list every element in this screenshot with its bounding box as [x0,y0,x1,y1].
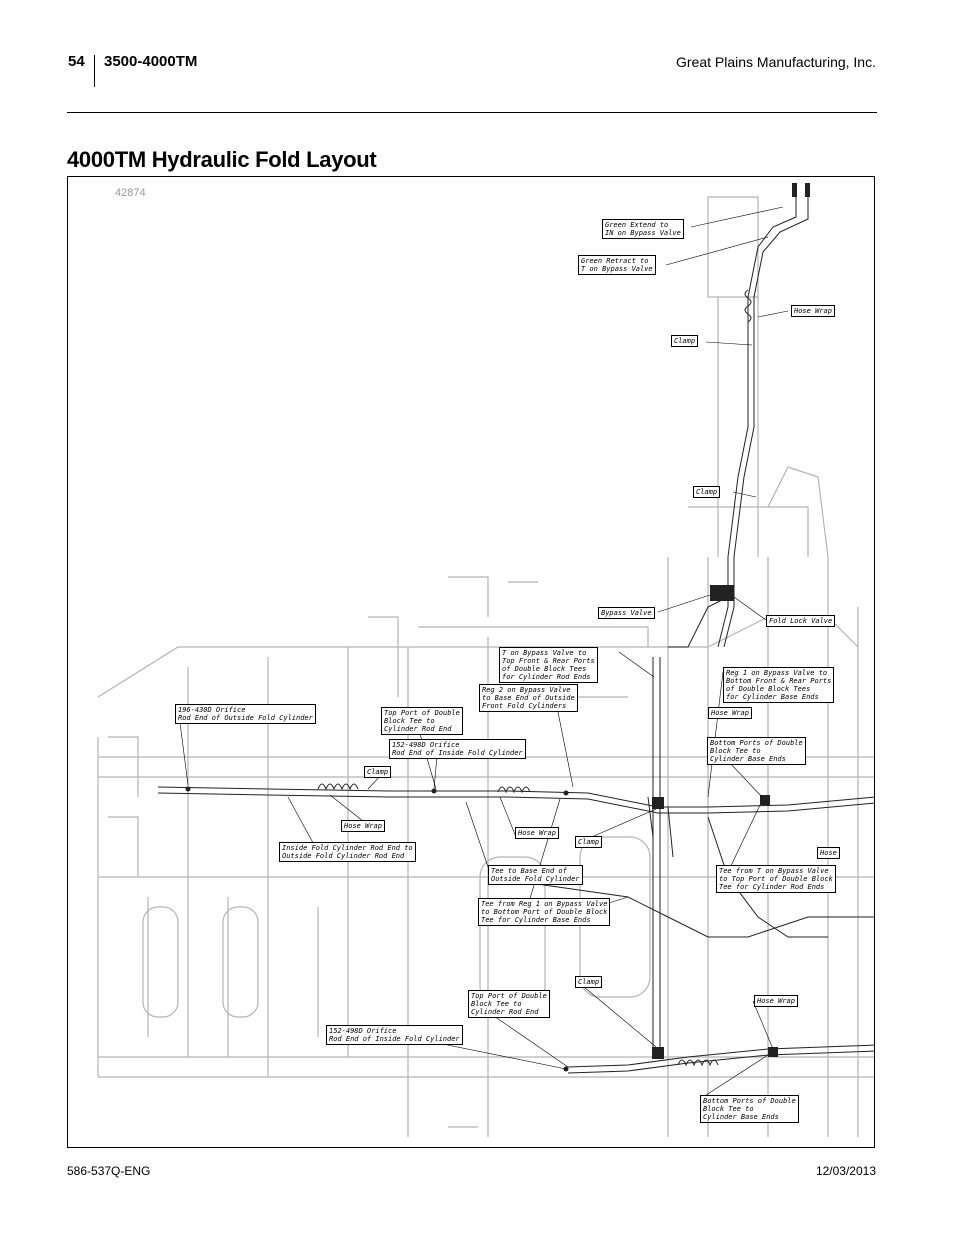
callout-tee-t-bypass-rod: Tee from T on Bypass Valve to Top Port o… [716,865,836,893]
callout-tee-base-outside-fold: Tee to Base End of Outside Fold Cylinder [488,865,583,885]
callout-fold-lock-valve: Fold Lock Valve [766,615,836,627]
callout-hose-wrap: Hose Wrap [791,305,835,317]
callout-hose-wrap: Hose Wrap [754,995,798,1007]
callout-tee-reg1-base: Tee from Reg 1 on Bypass Valve to Bottom… [478,898,611,926]
callout-bottom-ports-base-ends: Bottom Ports of Double Block Tee to Cyli… [700,1095,799,1123]
callout-top-port-rod-end: Top Port of Double Block Tee to Cylinder… [468,990,550,1018]
callout-reg1-base-ends: Reg 1 on Bypass Valve to Bottom Front & … [723,667,835,703]
callout-hose-wrap: Hose Wrap [341,820,385,832]
document-title: 3500-4000TM [104,53,198,70]
header-rule [67,112,877,113]
callout-top-port-rod-end: Top Port of Double Block Tee to Cylinder… [381,707,463,735]
callout-clamp: Clamp [575,836,603,848]
footer-doc-number: 586-537Q-ENG [67,1164,151,1178]
header-divider [94,55,95,87]
section-title: 4000TM Hydraulic Fold Layout [67,147,377,172]
callout-green-retract: Green Retract to T on Bypass Valve [578,255,656,275]
callout-clamp: Clamp [693,486,721,498]
callout-hose-wrap: Hose Wrap [515,827,559,839]
callout-clamp: Clamp [671,335,699,347]
callout-inside-to-outside-rod: Inside Fold Cylinder Rod End to Outside … [279,842,416,862]
callout-clamp: Clamp [575,976,603,988]
page-number: 54 [68,53,85,70]
callout-orifice-inside-fold: 152-498D Orifice Rod End of Inside Fold … [326,1025,463,1045]
company-name: Great Plains Manufacturing, Inc. [676,54,876,70]
hydraulic-fold-layout-figure: 42874 Green Extend to IN on Bypass Valve… [67,176,875,1148]
callout-hose-wrap: Hose Wrap [708,707,752,719]
figure-id: 42874 [115,187,146,199]
callout-reg2-outside-front: Reg 2 on Bypass Valve to Base End of Out… [479,684,578,712]
callout-orifice-inside-fold: 152-498D Orifice Rod End of Inside Fold … [389,739,526,759]
callout-bypass-valve: Bypass Valve [598,607,655,619]
footer-date: 12/03/2013 [815,1164,876,1178]
callout-t-bypass-rod-ends: T on Bypass Valve to Top Front & Rear Po… [499,647,598,683]
callout-hose: Hose [817,847,840,859]
callout-orifice-outside-fold: 196-430D Orifice Rod End of Outside Fold… [175,704,316,724]
callout-clamp: Clamp [364,766,392,778]
callout-green-extend: Green Extend to IN on Bypass Valve [602,219,684,239]
callout-bottom-ports-base-ends: Bottom Ports of Double Block Tee to Cyli… [707,737,806,765]
